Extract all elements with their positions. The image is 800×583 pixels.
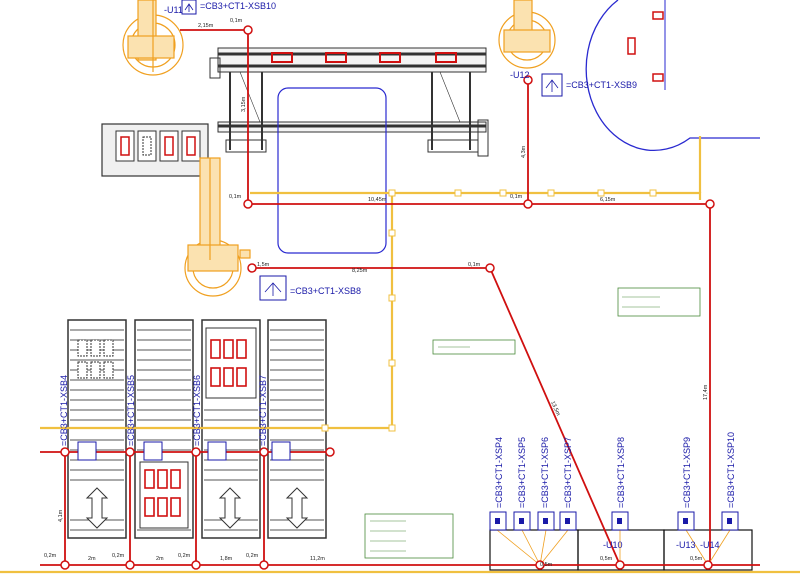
distance-label: 6,15m (600, 197, 616, 203)
rotary-table (585, 0, 760, 152)
robot-u11 (122, 0, 184, 76)
distance-label: 0,1m (510, 194, 523, 200)
distance-label: 13,5m (549, 400, 561, 417)
yellow-tray-markers (321, 189, 657, 432)
socket-label-xsb8: =CB3+CT1-XSB8 (290, 286, 361, 296)
socket-fan-wires (496, 529, 731, 566)
socket-label-xsp10: =CB3+CT1-XSP10 (726, 432, 736, 508)
socket-label-xsp9: =CB3+CT1-XSP9 (682, 437, 692, 508)
socket-boxes-conveyors[interactable] (77, 441, 291, 461)
distance-label: 1,5m (257, 262, 270, 268)
distance-label: 0,5m (690, 556, 703, 562)
robot-main (184, 157, 251, 297)
distance-label: 17,4m (703, 384, 709, 400)
junction-points (60, 25, 715, 570)
distance-label: 0,2m (44, 553, 57, 559)
socket-label-xsb10: =CB3+CT1-XSB10 (200, 1, 276, 11)
unit-label-u14: -U14 (700, 540, 720, 550)
socket-label-xsp4: =CB3+CT1-XSP4 (494, 437, 504, 508)
unit-label-u12: -U12 (510, 70, 530, 80)
robot-u12 (498, 0, 556, 69)
socket-boxes-bottom[interactable] (489, 511, 739, 531)
note-box-lines (370, 296, 660, 552)
distance-label: 10,45m (368, 197, 387, 203)
distance-label: 0,2m (112, 553, 125, 559)
socket-label-xsp5: =CB3+CT1-XSP5 (517, 437, 527, 508)
control-panel (101, 123, 209, 177)
socket-label-xsp8: =CB3+CT1-XSP8 (616, 437, 626, 508)
socket-label-xsb4: =CB3+CT1-XSB4 (59, 375, 69, 446)
distance-label: 2,15m (198, 23, 214, 29)
distance-label: 1,8m (220, 556, 233, 562)
socket-box-xsb8[interactable] (259, 275, 287, 301)
socket-box-xsb10[interactable] (181, 0, 197, 15)
distance-label: 3,15m (241, 96, 247, 112)
distance-label: 2m (156, 556, 164, 562)
unit-label-u11: -U11 (164, 5, 183, 15)
socket-box-inner-marks (495, 518, 732, 524)
socket-box-xsb9[interactable] (541, 73, 563, 97)
distance-label: 4,1m (58, 509, 64, 522)
unit-label-u10: -U10 (603, 540, 623, 550)
distance-label: 0,1m (229, 194, 242, 200)
distance-label: 0,1m (230, 18, 243, 24)
socket-label-xsb5: =CB3+CT1-XSB5 (126, 375, 136, 446)
press-table-outline (277, 87, 387, 254)
distance-label: 0,5m (540, 562, 553, 568)
socket-label-xsb6: =CB3+CT1-XSB6 (192, 375, 202, 446)
distance-label: 0,2m (246, 553, 259, 559)
socket-label-xsb7: =CB3+CT1-XSB7 (258, 375, 268, 446)
distance-label: 0,5m (600, 556, 613, 562)
distance-label: 4,3m (521, 145, 527, 158)
socket-label-xsp7: =CB3+CT1-XSP7 (563, 437, 573, 508)
press-red-pads (271, 52, 457, 63)
distance-label: 2m (88, 556, 96, 562)
unit-label-u13: -U13 (676, 540, 696, 550)
socket-label-xsp6: =CB3+CT1-XSP6 (540, 437, 550, 508)
socket-label-xsb9: =CB3+CT1-XSB9 (566, 80, 637, 90)
distance-label: 0,2m (178, 553, 191, 559)
distance-label: 0,1m (468, 262, 481, 268)
note-boxes (364, 287, 701, 559)
press-machine-frame (209, 47, 489, 157)
distance-label: 8,25m (352, 268, 368, 274)
distance-label: 11,2m (310, 556, 325, 562)
